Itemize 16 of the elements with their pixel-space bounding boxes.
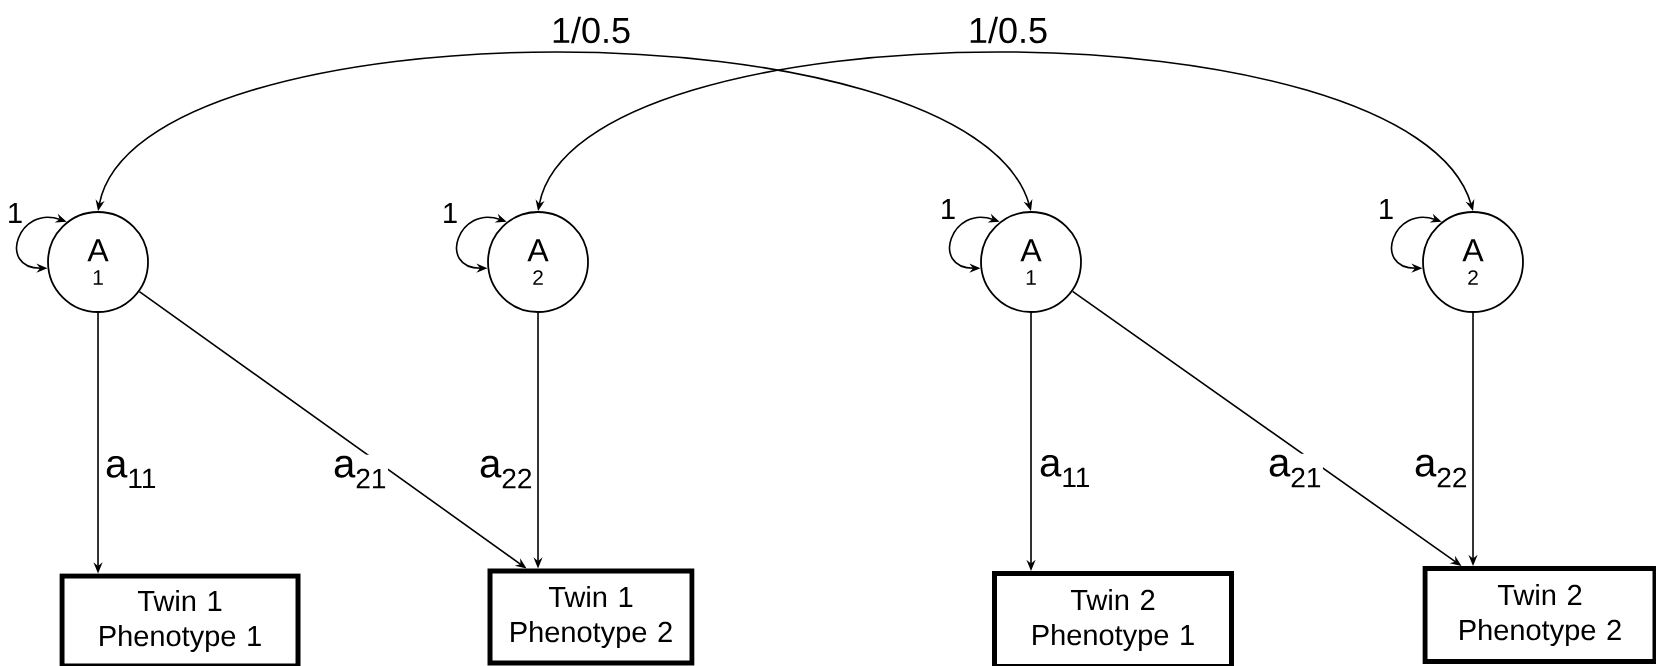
edge-label: a$_{21}$ xyxy=(332,454,388,490)
edge-label: 1 xyxy=(1376,198,1396,220)
phenotype-box: Twin 1 Phenotype 1 xyxy=(59,573,301,666)
edge-label: a$_{22}$ xyxy=(478,454,534,490)
edge-label: 1 xyxy=(5,202,25,224)
edge-label: 1/0.5 xyxy=(550,15,633,45)
edge-label: a$_{11}$ xyxy=(104,454,158,490)
edge-label: a$_{22}$ xyxy=(1413,453,1469,489)
edge-label: 1 xyxy=(440,202,460,224)
phenotype-box: Twin 2 Phenotype 1 xyxy=(992,571,1234,666)
edge-label: a$_{21}$ xyxy=(1267,453,1323,489)
edge-label: 1 xyxy=(938,198,958,220)
edge-label: a$_{11}$ xyxy=(1038,453,1092,489)
phenotype-box: Twin 1 Phenotype 2 xyxy=(487,568,695,666)
phenotype-box: Twin 2 Phenotype 2 xyxy=(1422,566,1656,664)
edge-label: 1/0.5 xyxy=(967,15,1050,45)
